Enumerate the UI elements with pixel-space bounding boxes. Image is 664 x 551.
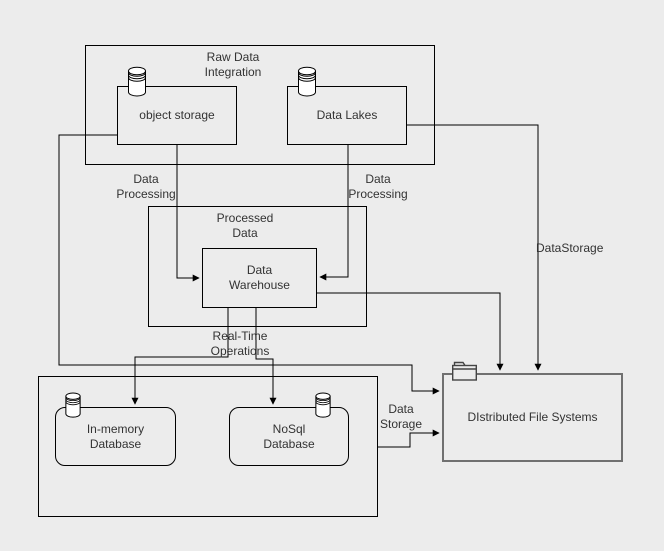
edge-ops-container-to-dfs[interactable] [378, 429, 440, 448]
container-raw-data-integration[interactable] [85, 45, 435, 165]
edge-label-real-time-operations: Real-Time Operations [210, 329, 270, 358]
edge-label-datastorage: DataStorage [536, 241, 604, 255]
node-label: NoSql Database [263, 421, 315, 451]
database-icon [298, 66, 316, 97]
node-label: DIstributed File Systems [467, 410, 598, 424]
edge-label-data-processing-left: Data Processing [116, 172, 176, 201]
edge-data-lakes-to-dfs[interactable] [407, 124, 542, 371]
edge-object-storage-to-data-warehouse[interactable] [176, 145, 200, 282]
edge-data-warehouse-to-in-memory-db[interactable] [131, 308, 229, 405]
edge-label-data-storage: Data Storage [379, 402, 423, 431]
container-title-raw-data-integration: Raw Data Integration [204, 50, 262, 79]
edge-data-warehouse-to-nosql-db[interactable] [255, 308, 277, 405]
node-data-lakes[interactable]: Data Lakes [287, 86, 407, 145]
database-icon [315, 392, 331, 418]
container-title-processed-data: Processed Data [216, 211, 274, 240]
container-processed-data[interactable] [148, 206, 367, 327]
node-label: Data Lakes [316, 108, 378, 122]
edge-data-lakes-to-data-warehouse[interactable] [319, 145, 349, 281]
node-data-warehouse[interactable]: Data Warehouse [202, 248, 317, 308]
node-object-storage[interactable]: object storage [117, 86, 237, 145]
node-label: Data Warehouse [229, 263, 290, 292]
node-distributed-file-systems[interactable]: DIstributed File Systems [442, 373, 623, 462]
database-icon [65, 392, 81, 418]
node-label: In-memory Database [86, 421, 145, 451]
container-operational-databases[interactable] [38, 376, 378, 517]
edge-label-data-processing-right: Data Processing [348, 172, 408, 201]
node-label: object storage [139, 108, 215, 122]
folder-icon [452, 361, 477, 381]
database-icon [128, 66, 146, 97]
node-nosql-database[interactable]: NoSql Database [229, 407, 349, 466]
edge-data-warehouse-to-dfs[interactable] [317, 292, 504, 371]
edge-object-storage-to-dfs[interactable] [58, 134, 440, 395]
node-in-memory-database[interactable]: In-memory Database [55, 407, 176, 466]
